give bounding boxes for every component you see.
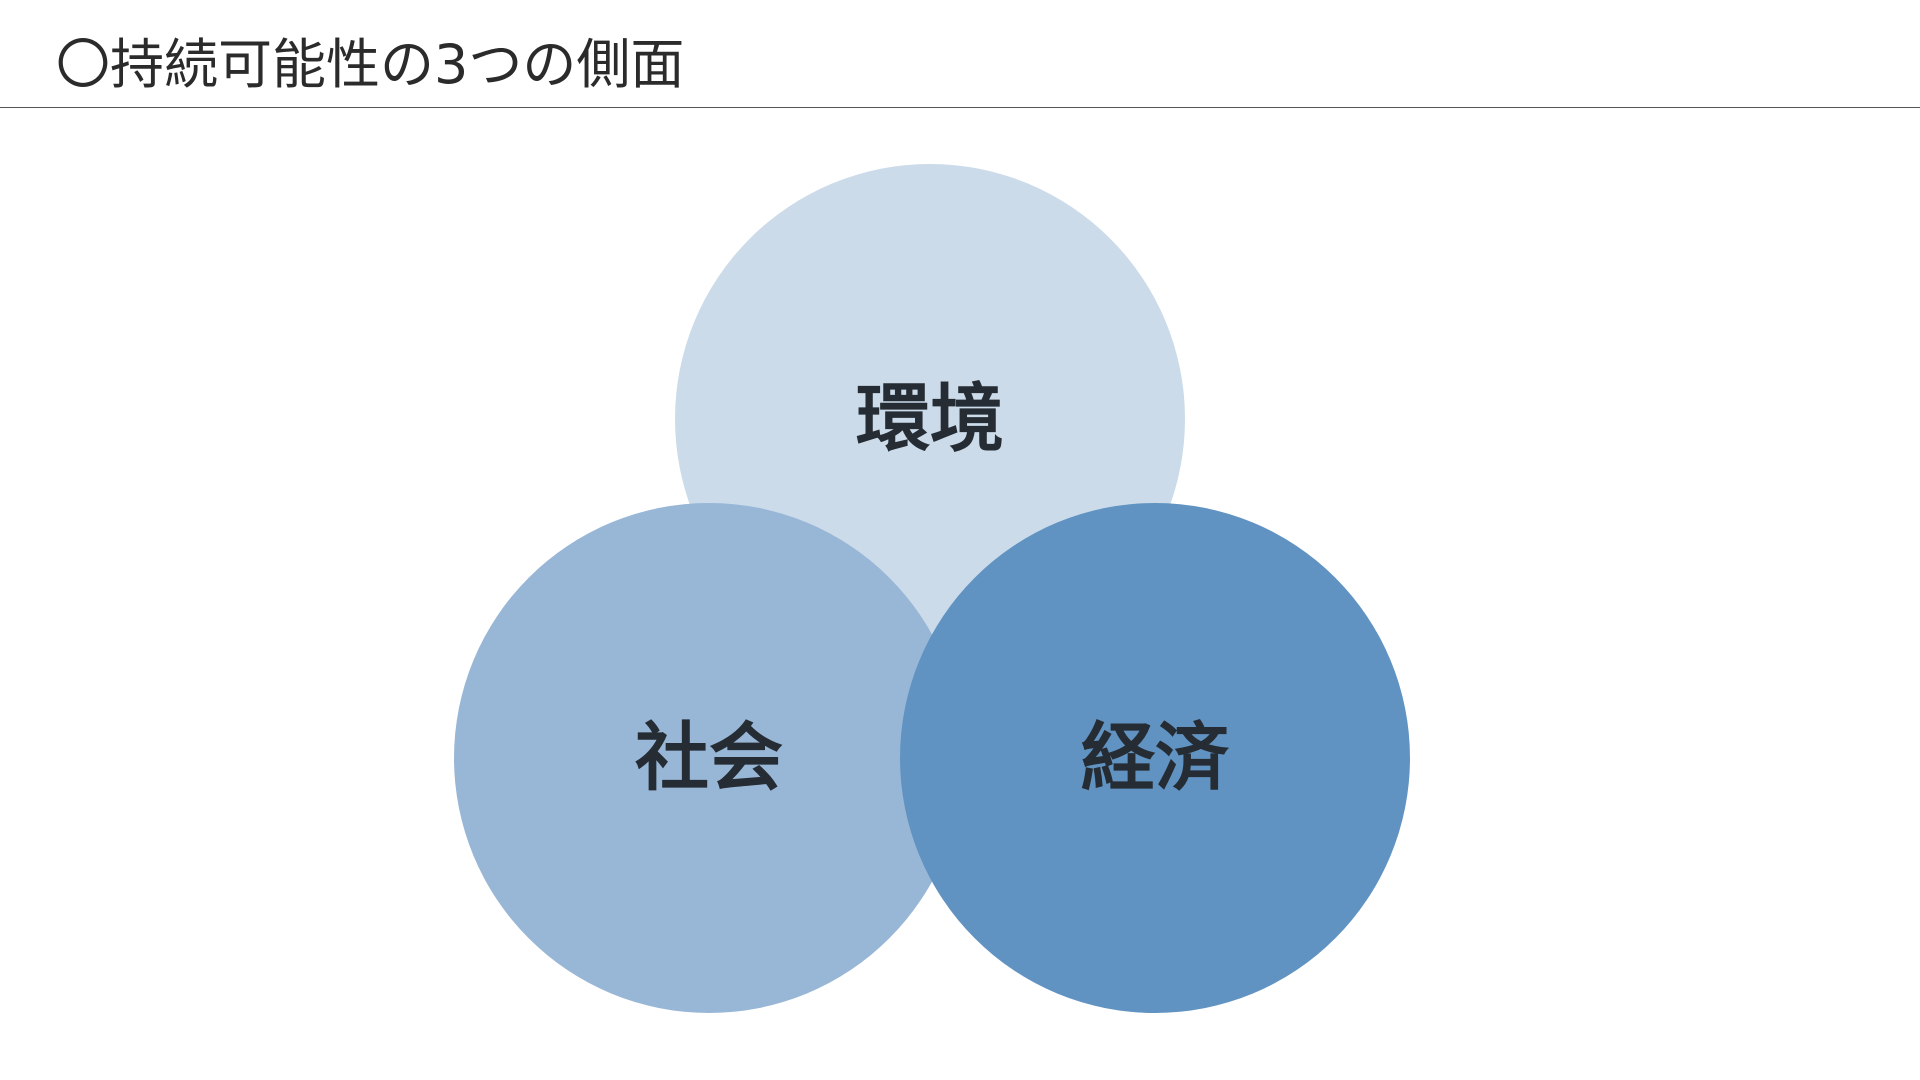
title-divider	[0, 107, 1920, 108]
label-economy: 経済	[1081, 715, 1230, 801]
circle-society[interactable]	[454, 503, 964, 1013]
label-environment: 環境	[856, 376, 1004, 462]
circle-economy[interactable]	[900, 503, 1410, 1013]
label-society: 社会	[635, 715, 783, 801]
slide-title: 〇持続可能性の3つの側面	[56, 33, 685, 96]
